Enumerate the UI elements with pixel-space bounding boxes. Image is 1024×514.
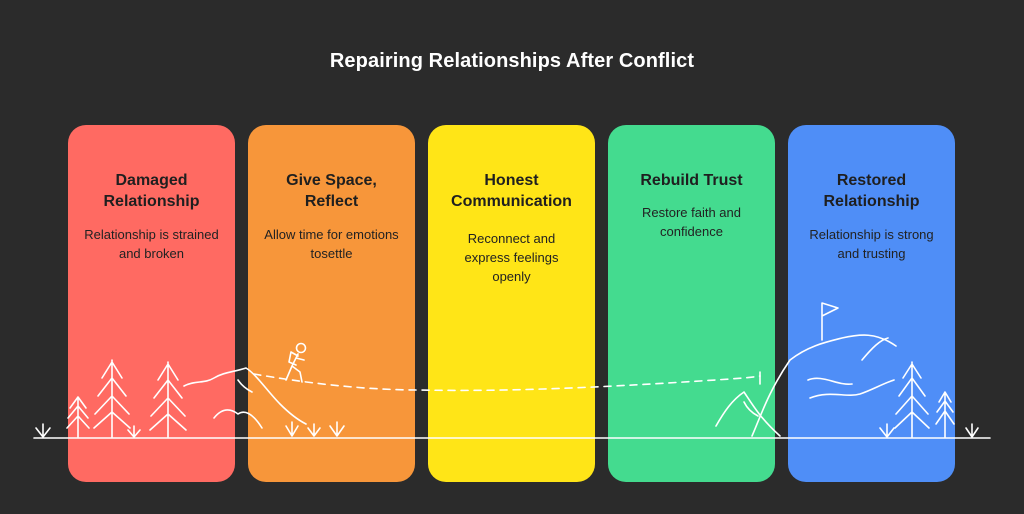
stage-card-rebuild-trust: Rebuild Trust Restore faith and confiden… [608,125,775,482]
stage-description: Allow time for emotions tosettle [264,227,399,261]
stage-description: Restore faith and confidence [641,205,741,239]
stage-card-restored: Restored Relationship Relationship is st… [788,125,955,482]
stage-description: Relationship is strong and trusting [809,227,934,261]
stage-card-honest-communication: Honest Communication Reconnect and expre… [428,125,595,482]
stage-title: Damaged Relationship [103,172,200,210]
stage-card-give-space: Give Space, Reflect Allow time for emoti… [248,125,415,482]
stage-title: Honest Communication [451,172,572,210]
page-title: Repairing Relationships After Conflict [329,50,695,72]
stage-description: Relationship is strained and broken [84,227,219,261]
stage-title: Rebuild Trust [640,172,743,189]
stage-title: Restored Relationship [823,172,920,210]
stage-description: Reconnect and express feelings openly [464,231,559,284]
grass-tuft-icon [965,423,979,438]
stage-card-damaged: Damaged Relationship Relationship is str… [68,125,235,482]
grass-tuft-icon [35,423,51,438]
stage-title: Give Space, Reflect [286,172,377,210]
